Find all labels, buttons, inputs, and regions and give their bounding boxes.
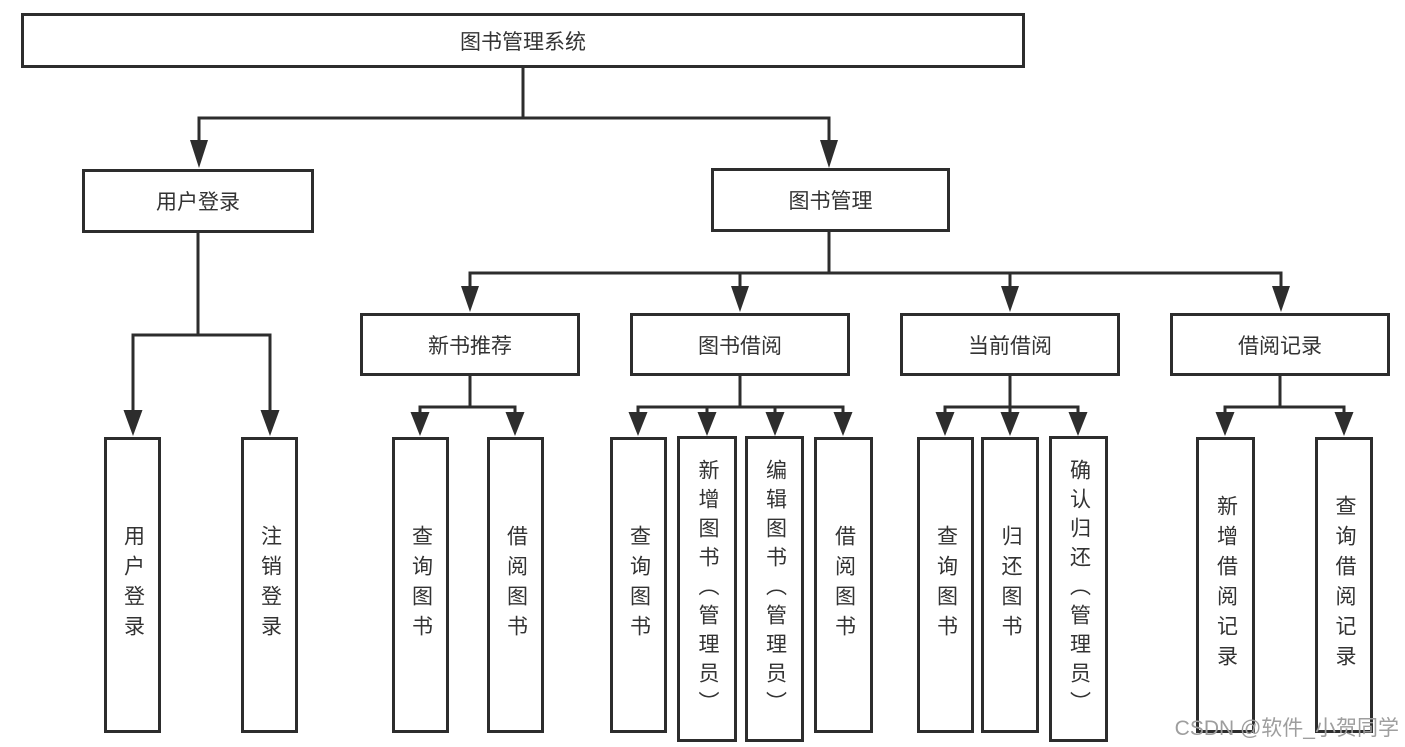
- leaf-add-books-admin: 新增图书（管理员）: [677, 436, 737, 742]
- node-current-borrow: 当前借阅: [900, 313, 1120, 376]
- node-label: 当前借阅: [968, 334, 1052, 358]
- node-root-library-system: 图书管理系统: [21, 13, 1025, 68]
- node-borrow-records: 借阅记录: [1170, 313, 1390, 376]
- leaf-add-borrow-record: 新增借阅记录: [1196, 437, 1255, 733]
- csdn-watermark: CSDN @软件_小贺同学: [1174, 717, 1399, 740]
- leaf-logout: 注销登录: [241, 437, 298, 733]
- node-new-book-recommend: 新书推荐: [360, 313, 580, 376]
- node-label: 图书管理系统: [460, 30, 586, 54]
- leaf-query-books: 查询图书: [610, 437, 667, 733]
- leaf-query-books: 查询图书: [392, 437, 449, 733]
- leaf-confirm-return-admin: 确认归还（管理员）: [1049, 436, 1108, 742]
- node-book-borrow: 图书借阅: [630, 313, 850, 376]
- node-user-login: 用户登录: [82, 169, 314, 233]
- node-label: 借阅记录: [1238, 334, 1322, 358]
- node-label: 图书管理: [788, 190, 873, 213]
- node-label: 新书推荐: [428, 334, 512, 358]
- node-label: 用户登录: [156, 191, 240, 214]
- leaf-user-login: 用户登录: [104, 437, 161, 733]
- node-book-management: 图书管理: [711, 168, 950, 232]
- leaf-borrow-books: 借阅图书: [814, 437, 873, 733]
- leaf-query-borrow-record: 查询借阅记录: [1315, 437, 1373, 733]
- leaf-return-books: 归还图书: [981, 437, 1039, 733]
- leaf-edit-books-admin: 编辑图书（管理员）: [745, 436, 804, 742]
- leaf-borrow-books: 借阅图书: [487, 437, 544, 733]
- node-label: 图书借阅: [698, 334, 782, 358]
- leaf-query-books: 查询图书: [917, 437, 974, 733]
